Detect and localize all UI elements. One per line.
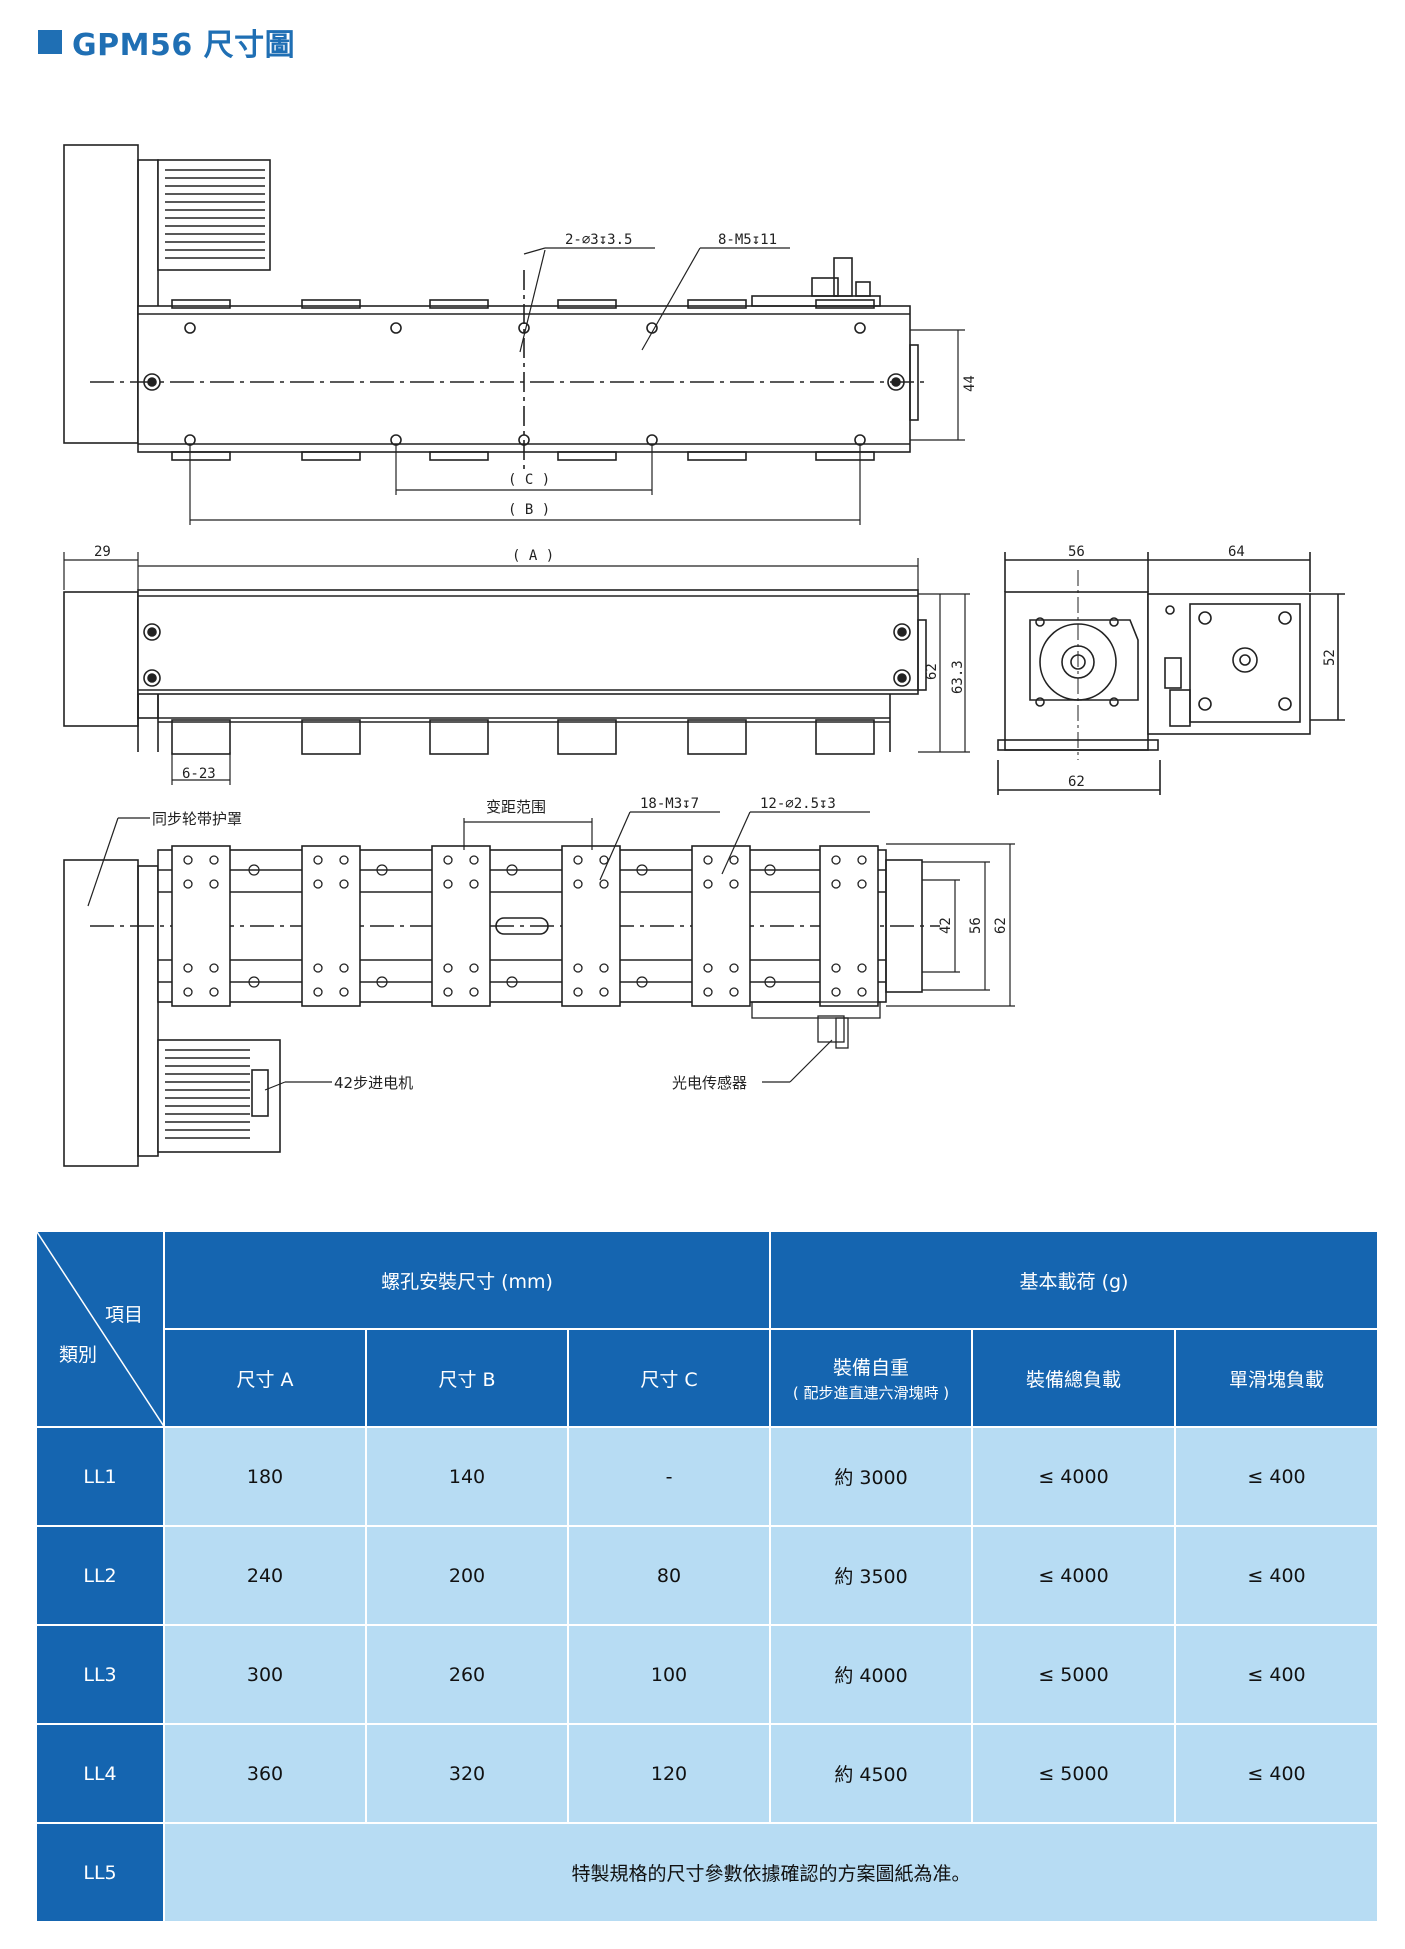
group-header-load: 基本載荷 (g) xyxy=(769,1230,1380,1330)
cell-single: ≤ 400 xyxy=(1174,1624,1380,1725)
cell-weight: 約 3000 xyxy=(769,1426,974,1527)
top-dimensions xyxy=(189,247,965,525)
table-row: LL4 360 320 120 約 4500 ≤ 5000 ≤ 400 xyxy=(35,1723,1380,1824)
top-sliders xyxy=(171,299,875,461)
cell-total: ≤ 4000 xyxy=(971,1525,1177,1626)
side-rail-body xyxy=(137,589,919,695)
bottom-sliders xyxy=(171,845,879,1007)
cell-total: ≤ 5000 xyxy=(971,1624,1177,1725)
dim-29-label: 29 xyxy=(94,544,111,560)
corner-header: 項目 類別 xyxy=(35,1230,165,1428)
col-header-total: 裝備總負載 xyxy=(971,1328,1177,1428)
cell-weight: 約 4500 xyxy=(769,1723,974,1824)
cell-b: 140 xyxy=(365,1426,569,1527)
row-label: LL3 xyxy=(35,1624,165,1725)
row-label: LL5 xyxy=(35,1822,165,1923)
col-header-c: 尺寸 C xyxy=(566,1328,772,1428)
callout-m5: 8-M5↧11 xyxy=(718,232,777,248)
cell-single: ≤ 400 xyxy=(1174,1525,1380,1626)
col-header-weight-main: 裝備自重 xyxy=(833,1357,910,1379)
holes-12-label: 12-∅2.5↧3 xyxy=(760,796,836,812)
row-label: LL4 xyxy=(35,1723,165,1824)
stepper-label: 42步进电机 xyxy=(334,1074,413,1092)
title-square-icon xyxy=(38,30,62,54)
dim-6-23-label: 6-23 xyxy=(182,766,216,782)
cell-single: ≤ 400 xyxy=(1174,1723,1380,1824)
dim-62-side-label: 62 xyxy=(924,663,940,680)
cell-a: 180 xyxy=(163,1426,367,1527)
bottom-sensor xyxy=(751,1001,881,1049)
dim-a-label: ( A ) xyxy=(512,548,554,564)
end-view xyxy=(997,552,1345,795)
holes-18-label: 18-M3↧7 xyxy=(640,796,699,812)
top-motor-fins xyxy=(165,169,265,259)
cell-c: 100 xyxy=(566,1624,772,1725)
belt-guard-label: 同步轮带护罩 xyxy=(152,810,242,828)
end-56-label: 56 xyxy=(1068,544,1085,560)
cell-a: 240 xyxy=(163,1525,367,1626)
cell-single: ≤ 400 xyxy=(1174,1426,1380,1527)
top-stepper-motor xyxy=(157,159,271,271)
dim-44-label: 44 xyxy=(962,375,978,392)
dim-56b-label: 56 xyxy=(968,917,984,934)
end-52-label: 52 xyxy=(1322,649,1338,666)
sensor-label: 光电传感器 xyxy=(672,1074,747,1092)
cell-b: 200 xyxy=(365,1525,569,1626)
title-text: GPM56 尺寸圖 xyxy=(72,28,296,63)
group-header-holes: 螺孔安裝尺寸 (mm) xyxy=(162,1230,772,1330)
cell-b: 260 xyxy=(365,1624,569,1725)
cell-weight: 約 3500 xyxy=(769,1525,974,1626)
cell-c: 80 xyxy=(566,1525,772,1626)
corner-bottom-label: 類別 xyxy=(59,1344,98,1366)
callout-holes-3: 2-∅3↧3.5 xyxy=(565,232,632,248)
cell-total: ≤ 4000 xyxy=(971,1426,1177,1527)
table-row: LL3 300 260 100 約 4000 ≤ 5000 ≤ 400 xyxy=(35,1624,1380,1725)
cell-weight: 約 4000 xyxy=(769,1624,974,1725)
end-62-label: 62 xyxy=(1068,774,1085,790)
corner-diagonal xyxy=(37,1232,165,1428)
side-sliders xyxy=(171,719,875,755)
dim-c-label: ( C ) xyxy=(508,472,550,488)
top-motor-housing xyxy=(63,144,139,444)
spec-table: 項目 類別 螺孔安裝尺寸 (mm) 基本載荷 (g) 尺寸 A 尺寸 B 尺寸 … xyxy=(35,1230,1380,1923)
col-header-a: 尺寸 A xyxy=(163,1328,367,1428)
corner-top-label: 項目 xyxy=(104,1304,143,1326)
bottom-motor-fins xyxy=(165,1049,250,1139)
cell-a: 360 xyxy=(163,1723,367,1824)
cell-c: - xyxy=(566,1426,772,1527)
dim-63-label: 63.3 xyxy=(950,660,966,694)
dimension-drawing: 2-∅3↧3.5 8-M5↧11 ( C ) ( B ) 44 29 ( A )… xyxy=(63,144,1345,1167)
variable-pitch-label: 变距范围 xyxy=(486,798,546,816)
dim-42-label: 42 xyxy=(938,917,954,934)
page-title: GPM56 尺寸圖 xyxy=(38,22,296,63)
table-row: LL5 特製規格的尺寸參數依據確認的方案圖紙為准。 xyxy=(35,1822,1380,1923)
col-header-weight: 裝備自重 ( 配步進直連六滑塊時 ) xyxy=(769,1328,974,1428)
bottom-motor-housing xyxy=(63,859,139,1167)
col-header-b: 尺寸 B xyxy=(365,1328,569,1428)
bottom-slider-holes xyxy=(183,855,867,997)
table-row: LL1 180 140 - 約 3000 ≤ 4000 ≤ 400 xyxy=(35,1426,1380,1527)
end-64-label: 64 xyxy=(1228,544,1245,560)
cell-c: 120 xyxy=(566,1723,772,1824)
custom-spec-note: 特製規格的尺寸參數依據確認的方案圖紙為准。 xyxy=(162,1822,1380,1923)
bottom-stepper-motor xyxy=(157,1039,281,1153)
side-dimensions xyxy=(63,552,970,785)
row-label: LL1 xyxy=(35,1426,165,1527)
bottom-rail-holes xyxy=(248,864,776,988)
cell-total: ≤ 5000 xyxy=(971,1723,1177,1824)
dim-b-label: ( B ) xyxy=(508,502,550,518)
side-holes xyxy=(143,623,911,687)
col-header-single: 單滑塊負載 xyxy=(1174,1328,1380,1428)
side-motor-housing xyxy=(63,591,139,727)
bottom-dimensions xyxy=(87,811,1015,1091)
row-label: LL2 xyxy=(35,1525,165,1626)
table-row: LL2 240 200 80 約 3500 ≤ 4000 ≤ 400 xyxy=(35,1525,1380,1626)
top-sensor-block xyxy=(751,257,881,307)
cell-a: 300 xyxy=(163,1624,367,1725)
cell-b: 320 xyxy=(365,1723,569,1824)
dim-62b-label: 62 xyxy=(993,917,1009,934)
col-header-weight-sub: ( 配步進直連六滑塊時 ) xyxy=(792,1384,950,1402)
